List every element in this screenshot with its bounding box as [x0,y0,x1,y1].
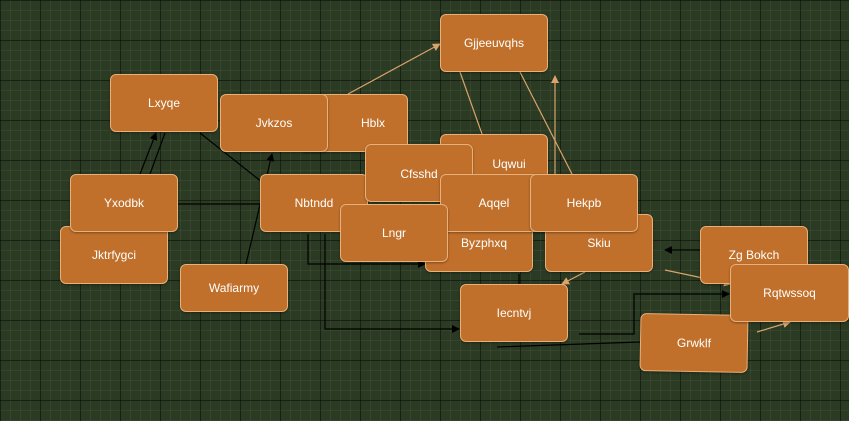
edge-wafiarmy-jvkzos[interactable] [245,153,275,265]
edge-yxodbk-lxyqe[interactable] [139,132,158,175]
node-grwklf[interactable]: Grwklf [639,313,749,373]
node-rqtwssoq[interactable]: Rqtwssoq [730,264,849,322]
node-yxodbk[interactable]: Yxodbk [70,174,178,232]
node-label: Rqtwssoq [763,286,816,300]
node-label: Uqwui [492,157,526,171]
edge-hekpb-gjjeeuvqhs-2[interactable] [519,71,573,175]
node-label: Zg Bokch [728,248,780,262]
edge-lxyqe-nbtndd[interactable] [199,132,263,183]
node-label: Yxodbk [103,196,145,210]
node-label: Cfsshd [400,167,438,181]
edge-nbtndd-byzphxq[interactable] [307,234,426,268]
node-label: Lngr [381,226,407,240]
node-label: Skiu [587,236,611,250]
node-jktrfygci[interactable]: Jktrfygci [60,226,168,284]
edge-hblx-gjjeeuvqhs[interactable] [347,43,441,95]
node-label: Wafiarmy [208,281,260,295]
node-wafiarmy[interactable]: Wafiarmy [180,264,288,312]
node-lxyqe[interactable]: Lxyqe [110,74,218,132]
node-label: Iecntvj [496,306,532,320]
edge-iecntvj-grwklf[interactable] [496,341,641,348]
edge-nbtndd-iecntvj[interactable] [324,234,460,333]
edge-uqwui-gjjeeuvqhs[interactable] [459,71,483,135]
node-label: Gjjeeuvqhs [463,36,525,50]
node-label: Aqqel [478,196,510,210]
node-label: Hekpb [566,196,602,210]
node-iecntvj[interactable]: Iecntvj [460,284,568,342]
node-label: Jktrfygci [91,248,136,262]
node-label: Grwklf [676,335,712,351]
edge-yxodbk-lxyqe-2[interactable] [149,132,166,175]
edge-iecntvj-rqtwssoq[interactable] [579,290,730,335]
edge-skiu-iecntvj[interactable] [561,271,586,285]
node-label: Jvkzos [255,116,293,130]
node-label: Hblx [360,116,385,130]
node-label: Lxyqe [147,96,181,110]
node-jvkzos[interactable]: Jvkzos [220,94,328,152]
node-gjjeeuvqhs[interactable]: Gjjeeuvqhs [440,14,548,72]
edge-grwklf-rqtwssoq[interactable] [756,320,791,333]
node-hekpb[interactable]: Hekpb [530,174,638,232]
node-lngr[interactable]: Lngr [340,204,448,262]
node-label: Byzphxq [460,236,508,250]
node-label: Nbtndd [294,196,334,210]
